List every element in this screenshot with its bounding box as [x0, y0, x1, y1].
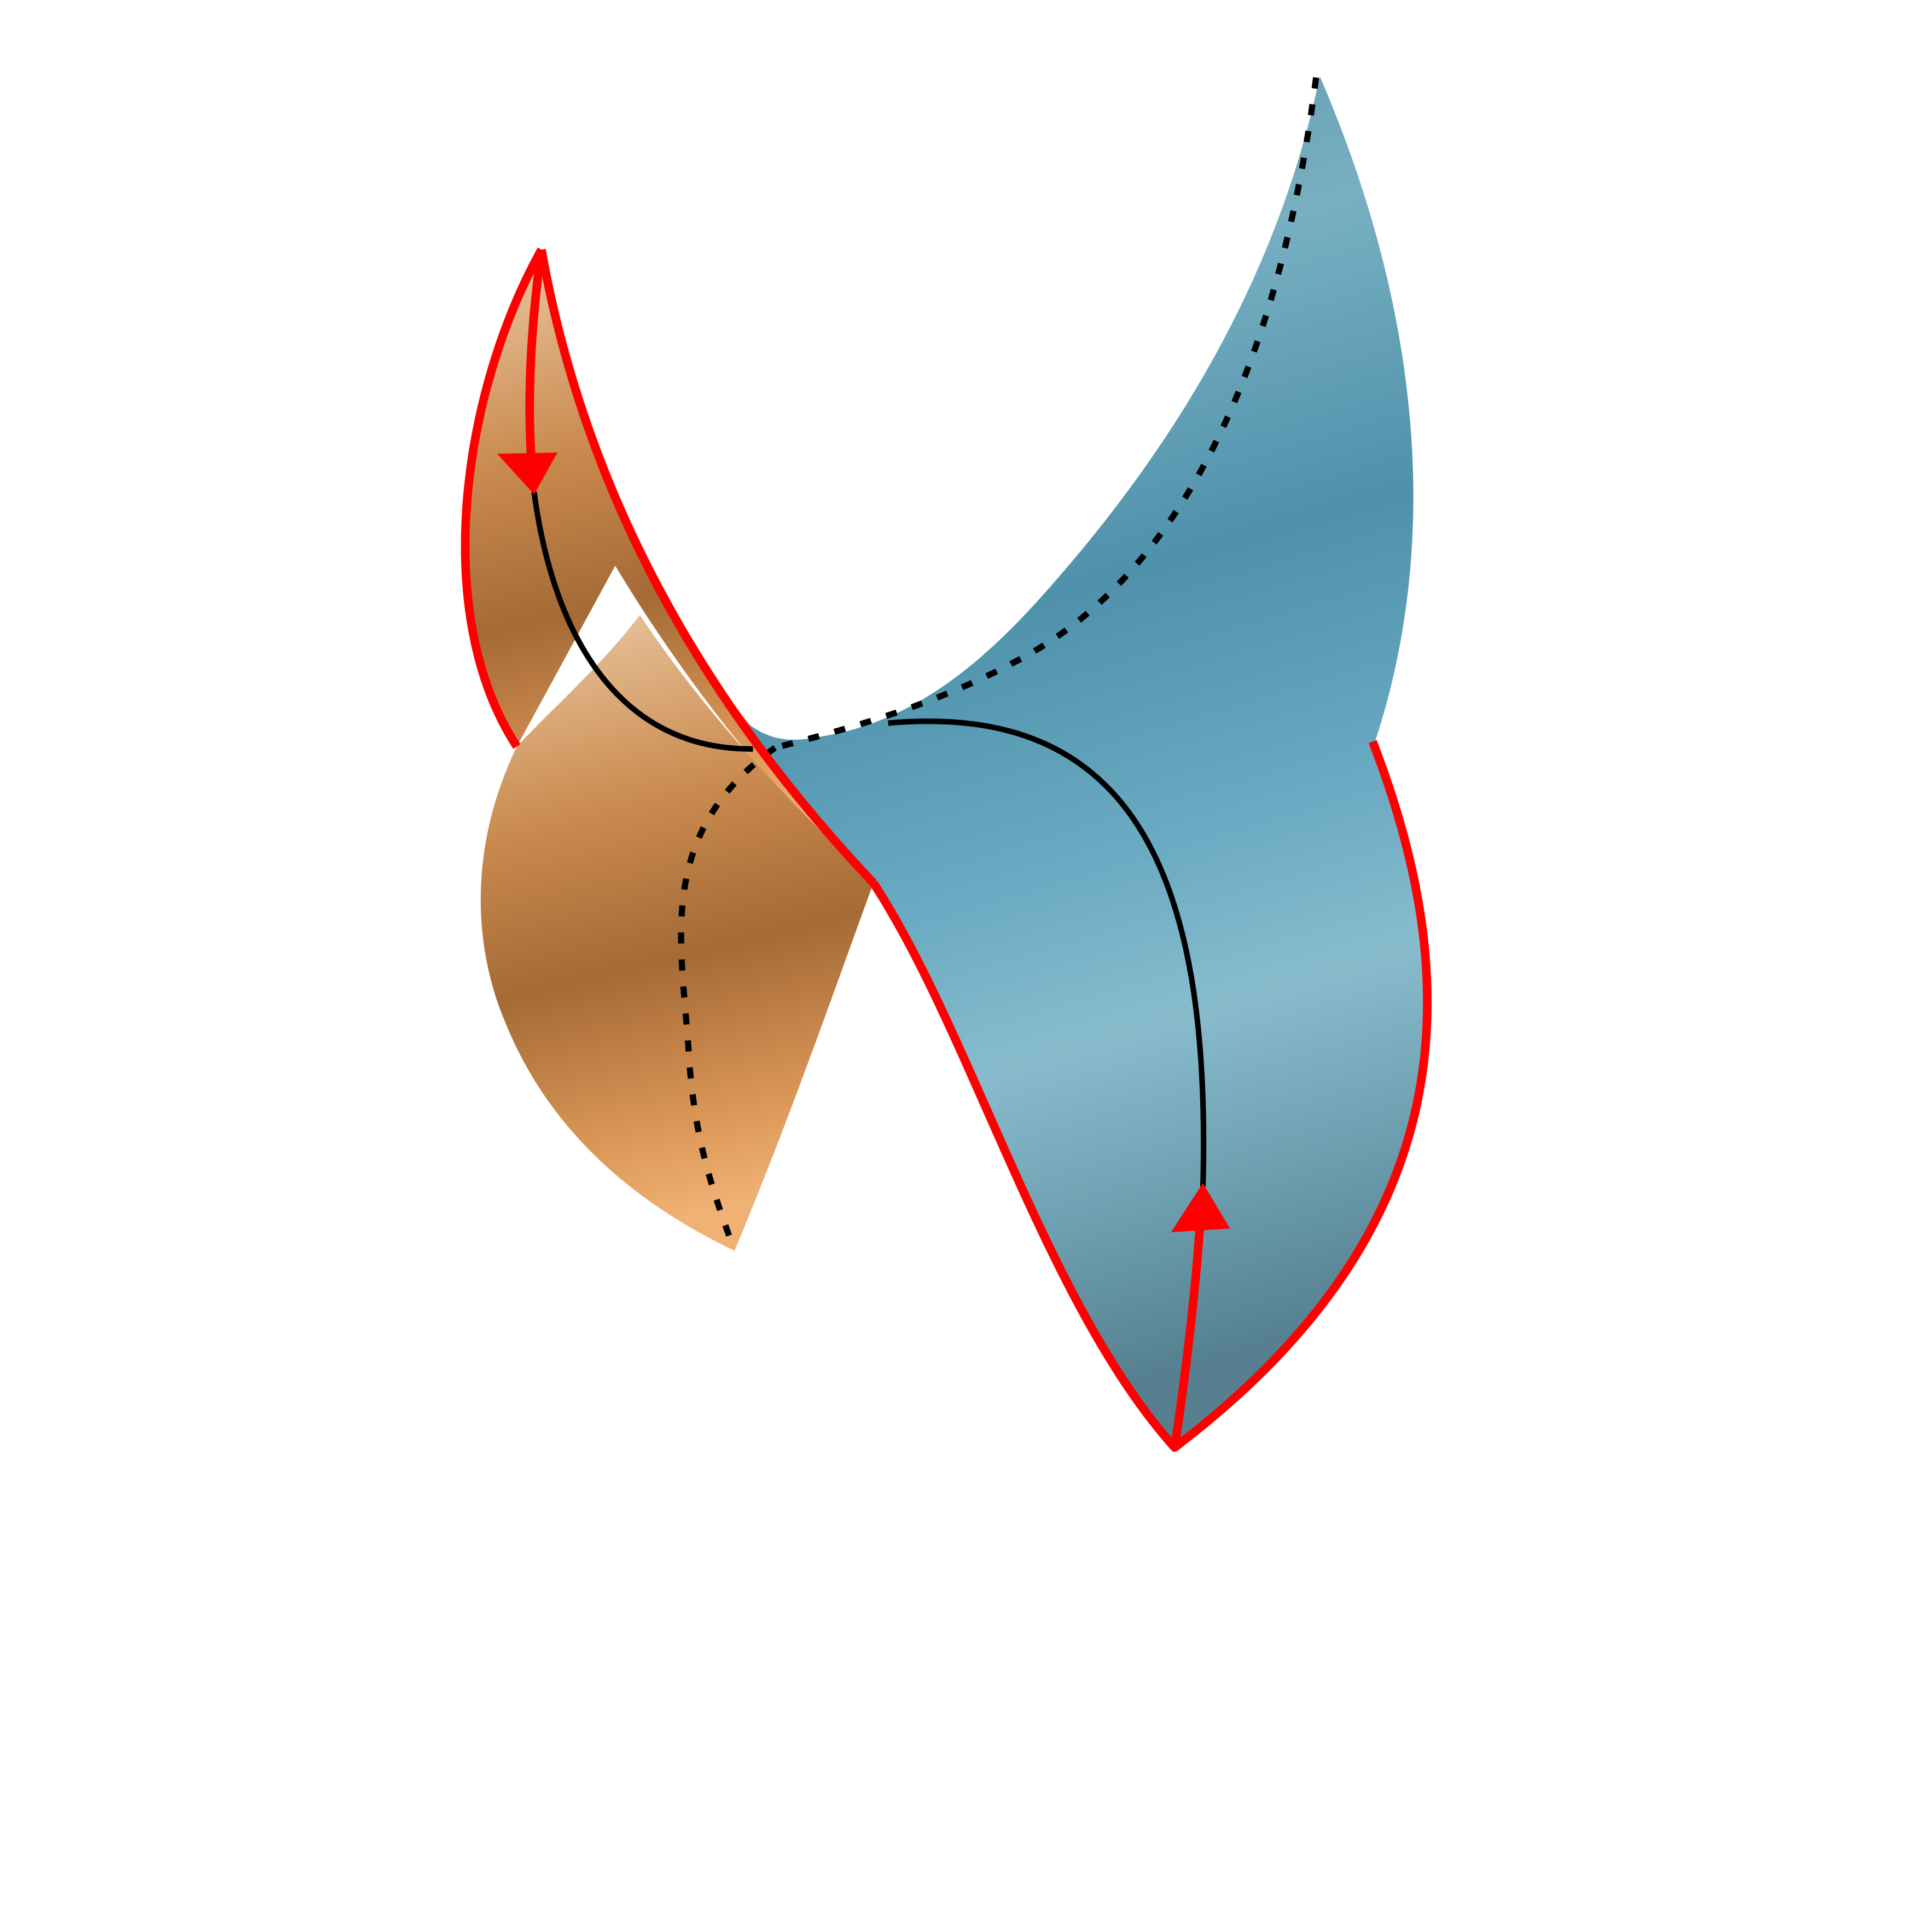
solid-paths [531, 491, 1207, 1187]
arrowheads [497, 452, 1230, 1233]
boundary-curves [461, 247, 1432, 1452]
solid-path-right [888, 718, 1207, 1187]
upper-left-arrow [497, 452, 558, 495]
red-curve-upper-left [461, 247, 545, 749]
solid-path-left [531, 491, 753, 752]
red-curve-lower [870, 740, 1432, 1452]
red-arrow-shaft-bottom [1170, 1217, 1205, 1448]
orange-lower-lobe [480, 614, 874, 1251]
lower-right-arrow [1171, 1183, 1230, 1233]
red-arrow-shaft-top [525, 249, 546, 466]
orange-sheet [467, 250, 874, 1251]
orange-upper-lobe [467, 250, 874, 883]
red-curve-diagonal [537, 248, 877, 886]
